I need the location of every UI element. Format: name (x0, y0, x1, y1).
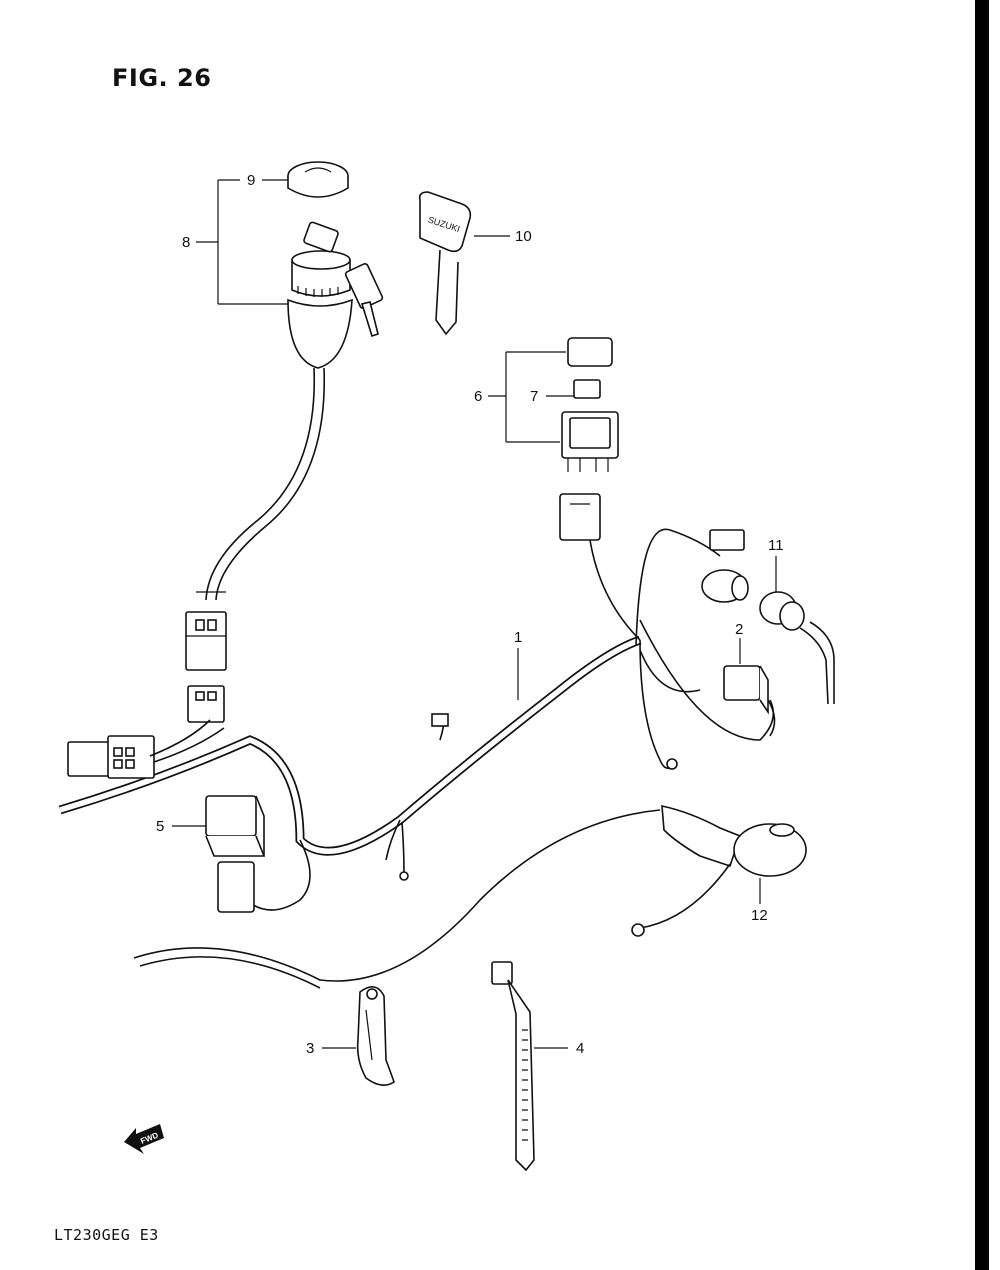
callout-1: 1 (514, 629, 522, 646)
harness-connector-top (559, 493, 601, 541)
page-edge-bar (975, 0, 989, 1270)
spark-plug-cap (631, 804, 807, 937)
model-code: LT230GEG E3 (54, 1226, 159, 1244)
ignition-connector-male (185, 611, 227, 671)
callout-2: 2 (735, 621, 743, 638)
fuse (573, 379, 601, 399)
harness-connector-small (709, 529, 745, 551)
starter-relay (205, 795, 266, 857)
harness-connector-left-b (107, 735, 155, 779)
wire-clamp (356, 986, 395, 1086)
ignition-switch-cap (287, 161, 349, 198)
callout-11: 11 (768, 537, 784, 554)
callout-12: 12 (751, 907, 768, 924)
callout-8: 8 (182, 234, 190, 251)
fwd-arrow-icon: FWD (124, 1124, 164, 1154)
figure-title: FIG. 26 (112, 64, 212, 92)
callout-5: 5 (156, 818, 164, 835)
fuse-holder (561, 411, 619, 472)
fuse-box-cover (567, 337, 613, 367)
ignition-connector-female (187, 685, 225, 723)
callout-6: 6 (474, 388, 482, 405)
callout-3: 3 (306, 1040, 314, 1057)
ignition-key: SUZUKI (418, 191, 472, 336)
cable-tie (491, 961, 535, 1172)
harness-plug-round (701, 569, 749, 603)
ignition-switch (287, 221, 384, 369)
neutral-switch (723, 665, 776, 737)
callout-10: 10 (515, 228, 532, 245)
callout-4: 4 (576, 1040, 584, 1057)
harness-connector-left-a (67, 741, 113, 777)
harness-connector-lower (217, 861, 255, 913)
callout-9: 9 (247, 172, 255, 189)
indicator-lamp-socket (759, 591, 835, 705)
callout-7: 7 (530, 388, 538, 405)
